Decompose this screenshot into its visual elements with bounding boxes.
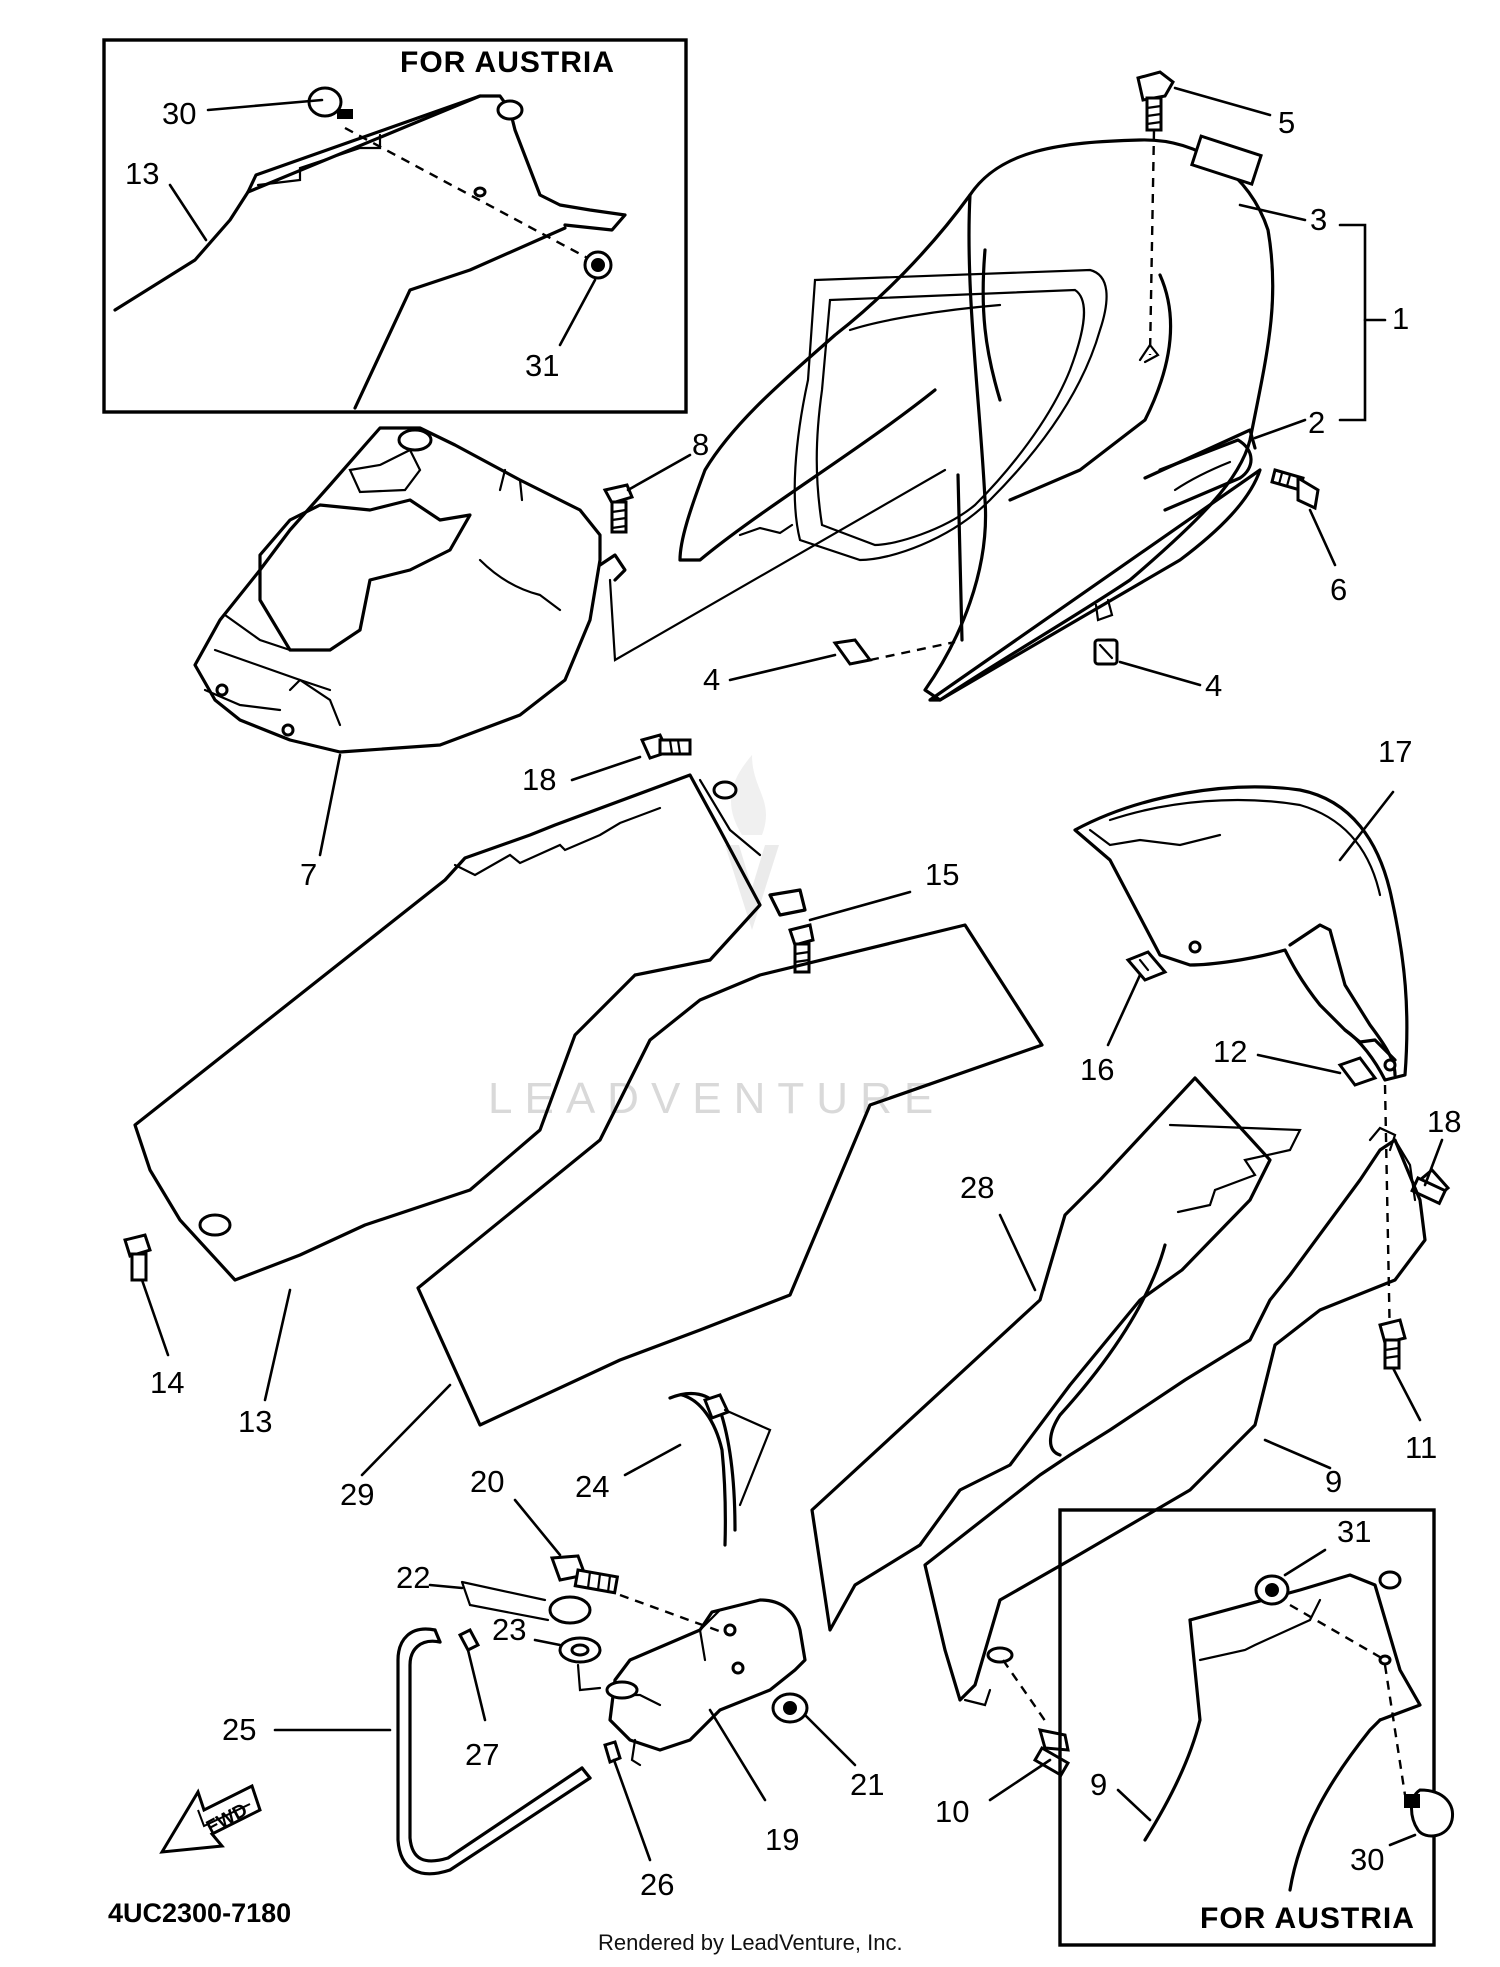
callout-16: 16 (1080, 1052, 1114, 1087)
front-fender-17 (1073, 785, 1409, 1082)
nut-21-icon (771, 1692, 809, 1724)
inset-box-austria-bottom: FOR AUSTRIA (1058, 1508, 1455, 1947)
callout-9-main: 9 (1325, 1464, 1342, 1499)
screw-10-icon (1032, 1728, 1071, 1778)
inset-bottom-title: FOR AUSTRIA (1200, 1902, 1415, 1935)
grommet-30c-icon (1410, 1788, 1455, 1838)
callout-4b: 4 (1205, 668, 1222, 703)
callout-13-main: 13 (238, 1404, 272, 1439)
callout-28: 28 (960, 1170, 994, 1205)
inset-top-title: FOR AUSTRIA (400, 46, 615, 79)
callout-10: 10 (935, 1794, 969, 1829)
callout-7: 7 (300, 857, 317, 892)
bolt-20-icon (549, 1554, 731, 1637)
decal-28 (810, 1076, 1272, 1632)
clamp-27-icon (457, 1628, 481, 1652)
callout-27: 27 (465, 1737, 499, 1772)
callout-19: 19 (765, 1822, 799, 1857)
callout-18a: 18 (522, 762, 556, 797)
callout-22: 22 (396, 1560, 430, 1595)
clip-4b-icon (1093, 638, 1119, 666)
callout-30-bottom: 30 (1350, 1842, 1384, 1877)
callout-15: 15 (925, 857, 959, 892)
callout-9-inset: 9 (1090, 1767, 1107, 1802)
callout-6: 6 (1330, 572, 1347, 607)
callout-14: 14 (150, 1365, 184, 1400)
callout-8: 8 (692, 427, 709, 462)
fwd-arrow-icon: FWD (159, 1783, 262, 1854)
screw-6-icon (1270, 468, 1320, 511)
part-code: 4UC2300-7180 (108, 1898, 291, 1928)
inset-box-austria-top: FOR AUSTRIA (102, 38, 688, 414)
grommet-30-stem-icon (337, 109, 353, 119)
bolt-18a-icon (639, 733, 692, 760)
callout-13-top: 13 (125, 156, 159, 191)
callout-1: 1 (1392, 301, 1409, 336)
bolt-5-icon (1136, 70, 1175, 356)
callout-21: 21 (850, 1767, 884, 1802)
washer-22-icon (460, 1580, 592, 1625)
callout-12: 12 (1213, 1034, 1247, 1069)
callout-29: 29 (340, 1477, 374, 1512)
label-3-icon (1189, 134, 1263, 187)
callout-24: 24 (575, 1469, 609, 1504)
callout-5: 5 (1278, 105, 1295, 140)
clip-4a-icon (832, 638, 956, 666)
rear-cover-7 (193, 426, 627, 857)
callout-11: 11 (1405, 1430, 1437, 1465)
side-cover-9 (923, 1123, 1427, 1726)
collar-23-icon (558, 1636, 602, 1692)
screw-8-icon (602, 483, 635, 534)
callout-18b: 18 (1427, 1104, 1461, 1139)
screw-11-icon (1378, 1318, 1407, 1370)
decal-29 (360, 923, 1044, 1477)
callout-4a: 4 (703, 662, 720, 697)
callout-2: 2 (1308, 405, 1325, 440)
seat-assembly (678, 134, 1275, 702)
watermark-logo (725, 755, 779, 930)
clip-16-icon (1125, 950, 1168, 982)
watermark-text: LEADVENTURE (488, 1074, 945, 1123)
credit-text: Rendered by LeadVenture, Inc. (598, 1930, 903, 1955)
callout-20: 20 (470, 1464, 504, 1499)
reservoir-tank-19 (605, 1598, 807, 1802)
callout-30-top: 30 (162, 96, 196, 131)
screw-14-icon (123, 1233, 152, 1282)
side-cover-13 (133, 773, 807, 1402)
callout-31-top: 31 (525, 348, 559, 383)
callout-17: 17 (1378, 734, 1412, 769)
callout-26: 26 (640, 1867, 674, 1902)
clip-12-icon (1337, 1056, 1378, 1087)
hose-24 (668, 1391, 772, 1547)
clamp-26-icon (603, 1740, 622, 1765)
callout-25: 25 (222, 1712, 256, 1747)
hose-25 (396, 1627, 592, 1876)
callout-3: 3 (1310, 202, 1327, 237)
callout-23: 23 (492, 1612, 526, 1647)
callout-31-bottom: 31 (1337, 1514, 1371, 1549)
